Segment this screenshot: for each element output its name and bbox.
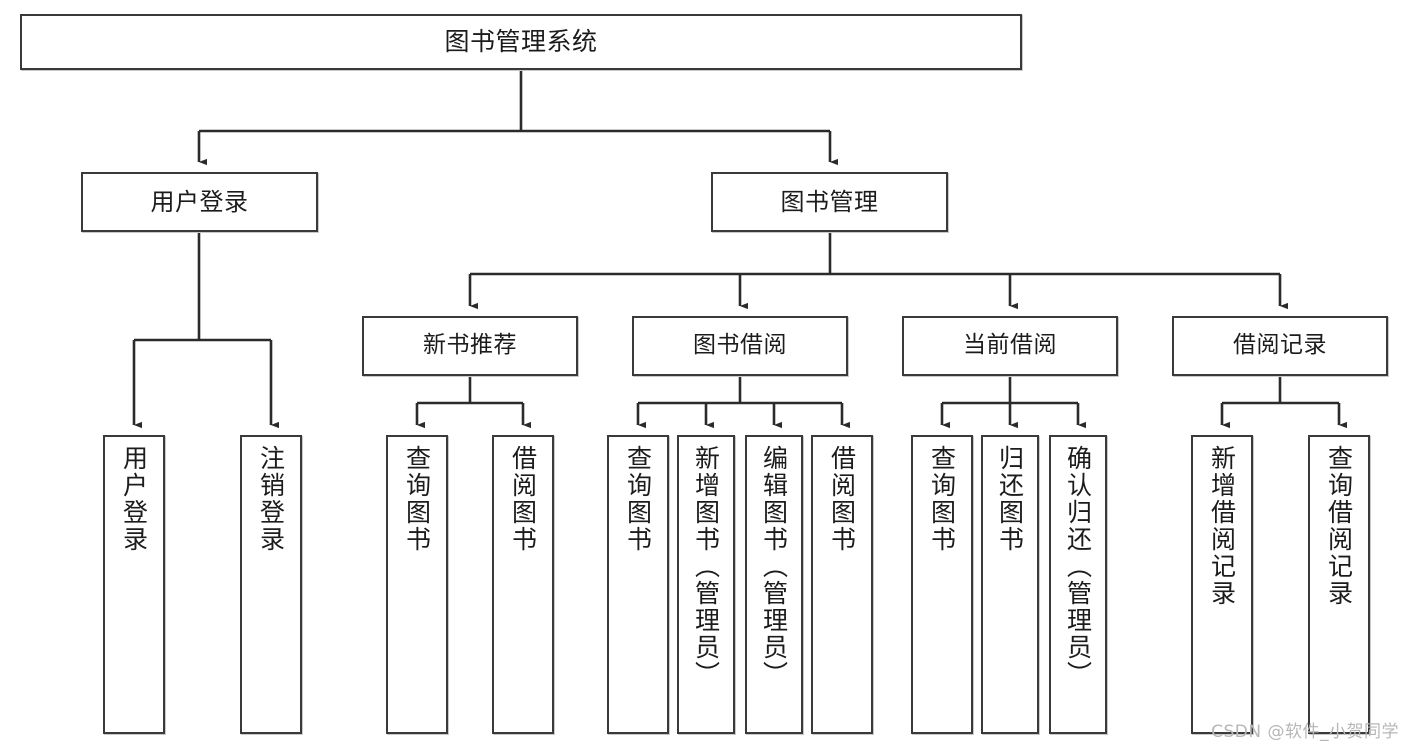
- node-book-management-system[interactable]: 图书管理系统: [20, 14, 1022, 70]
- leaf-query-book-borrow[interactable]: 查询图书: [607, 435, 669, 734]
- leaf-borrow-book-recommend[interactable]: 借阅图书: [492, 435, 554, 734]
- node-new-book-recommend[interactable]: 新书推荐: [362, 316, 578, 376]
- leaf-borrow-book-borrow[interactable]: 借阅图书: [811, 435, 873, 734]
- leaf-confirm-return-admin[interactable]: 确认归还（管理员）: [1049, 435, 1107, 734]
- leaf-query-book-current[interactable]: 查询图书: [911, 435, 973, 734]
- node-user-login[interactable]: 用户登录: [81, 172, 318, 232]
- leaf-return-book[interactable]: 归还图书: [981, 435, 1039, 734]
- node-label: 新增借阅记录: [1207, 445, 1237, 607]
- node-label: 查询图书: [402, 445, 432, 553]
- node-label: 当前借阅: [963, 332, 1057, 359]
- node-label: 借阅图书: [827, 445, 857, 553]
- node-label: 图书管理: [780, 187, 879, 216]
- leaf-edit-book-admin[interactable]: 编辑图书（管理员）: [745, 435, 803, 734]
- leaf-query-book-recommend[interactable]: 查询图书: [386, 435, 448, 734]
- node-label: 借阅图书: [508, 445, 538, 553]
- leaf-add-borrow-record[interactable]: 新增借阅记录: [1191, 435, 1253, 734]
- node-borrow-record[interactable]: 借阅记录: [1172, 316, 1388, 376]
- node-label: 归还图书: [995, 445, 1025, 553]
- csdn-watermark: CSDN @软件_小贺同学: [1211, 722, 1399, 742]
- node-label: 借阅记录: [1233, 332, 1327, 359]
- node-label: 注销登录: [256, 445, 286, 553]
- node-label: 确认归还（管理员）: [1063, 445, 1093, 688]
- node-book-manage[interactable]: 图书管理: [711, 172, 948, 232]
- node-label: 用户登录: [150, 187, 249, 216]
- node-label: 查询图书: [927, 445, 957, 553]
- node-label: 用户登录: [119, 445, 149, 553]
- node-label: 图书借阅: [693, 332, 787, 359]
- node-label: 图书管理系统: [444, 27, 598, 57]
- node-label: 新书推荐: [423, 332, 517, 359]
- node-label: 查询借阅记录: [1324, 445, 1354, 607]
- node-label: 新增图书（管理员）: [691, 445, 721, 688]
- leaf-logout-login[interactable]: 注销登录: [240, 435, 302, 734]
- leaf-query-borrow-record[interactable]: 查询借阅记录: [1308, 435, 1370, 734]
- node-book-borrow[interactable]: 图书借阅: [632, 316, 848, 376]
- node-label: 查询图书: [623, 445, 653, 553]
- leaf-user-login[interactable]: 用户登录: [103, 435, 165, 734]
- node-current-borrow[interactable]: 当前借阅: [902, 316, 1118, 376]
- leaf-add-book-admin[interactable]: 新增图书（管理员）: [677, 435, 735, 734]
- node-label: 编辑图书（管理员）: [759, 445, 789, 688]
